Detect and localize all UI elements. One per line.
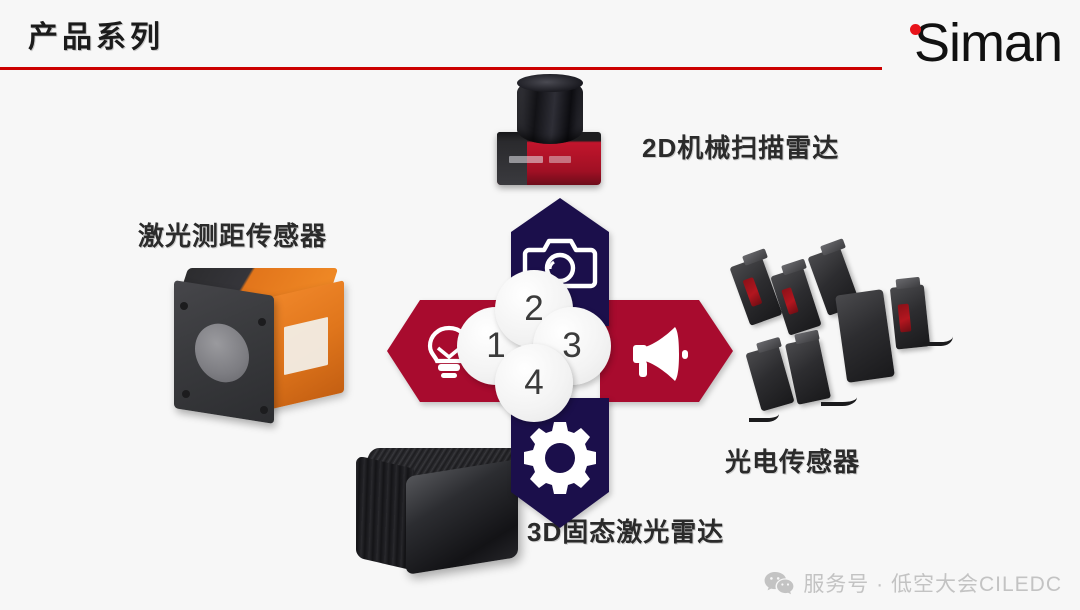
megaphone-icon — [633, 327, 688, 381]
title-underline-rule — [0, 67, 882, 70]
wechat-icon — [764, 571, 794, 594]
watermark: 服务号 · 低空大会CILEDC — [764, 568, 1062, 598]
watermark-text: 服务号 · 低空大会CILEDC — [803, 573, 1062, 596]
laser-sensor-screw — [258, 318, 266, 326]
diagram-number-2-label: 2 — [524, 289, 544, 328]
down-arrow-shape — [511, 398, 609, 528]
diagram-segment-3[interactable] — [598, 298, 735, 404]
page-title: 产品系列 — [28, 21, 164, 54]
product-image-laser-ranging — [168, 268, 344, 424]
four-segment-arrow-diagram: 1 2 3 4 — [385, 196, 735, 528]
laser-sensor-screw — [260, 406, 268, 414]
product-image-lidar-2d — [497, 70, 601, 185]
photoelectric-cable — [749, 402, 779, 422]
diagram-number-4-label: 4 — [524, 363, 544, 402]
laser-sensor-screw — [180, 302, 188, 310]
diagram-number-4[interactable]: 4 — [495, 344, 573, 422]
product-label-photoelectric: 光电传感器 — [725, 447, 861, 477]
lidar-2d-label-strip — [509, 156, 543, 163]
photoelectric-cable — [923, 322, 953, 346]
right-arrow-shape — [600, 300, 733, 402]
laser-sensor-screw — [182, 390, 190, 398]
photoelectric-panel-unit — [835, 289, 895, 383]
product-label-laser-ranging: 激光测距传感器 — [138, 221, 328, 251]
product-image-photoelectric — [729, 238, 955, 424]
photoelectric-cable — [821, 384, 857, 406]
diagram-segment-4[interactable] — [489, 396, 632, 530]
product-label-lidar-2d: 2D机械扫描雷达 — [642, 133, 840, 163]
laser-sensor-spec-label — [284, 316, 328, 376]
gear-icon — [524, 422, 596, 494]
lidar-2d-head-top — [517, 74, 583, 92]
diagram-number-3-label: 3 — [562, 326, 582, 365]
brand-logo: Siman — [913, 13, 1063, 73]
brand-dot-icon — [910, 24, 921, 35]
diagram-number-1-label: 1 — [486, 326, 506, 365]
lidar-2d-label-strip-2 — [549, 156, 571, 163]
